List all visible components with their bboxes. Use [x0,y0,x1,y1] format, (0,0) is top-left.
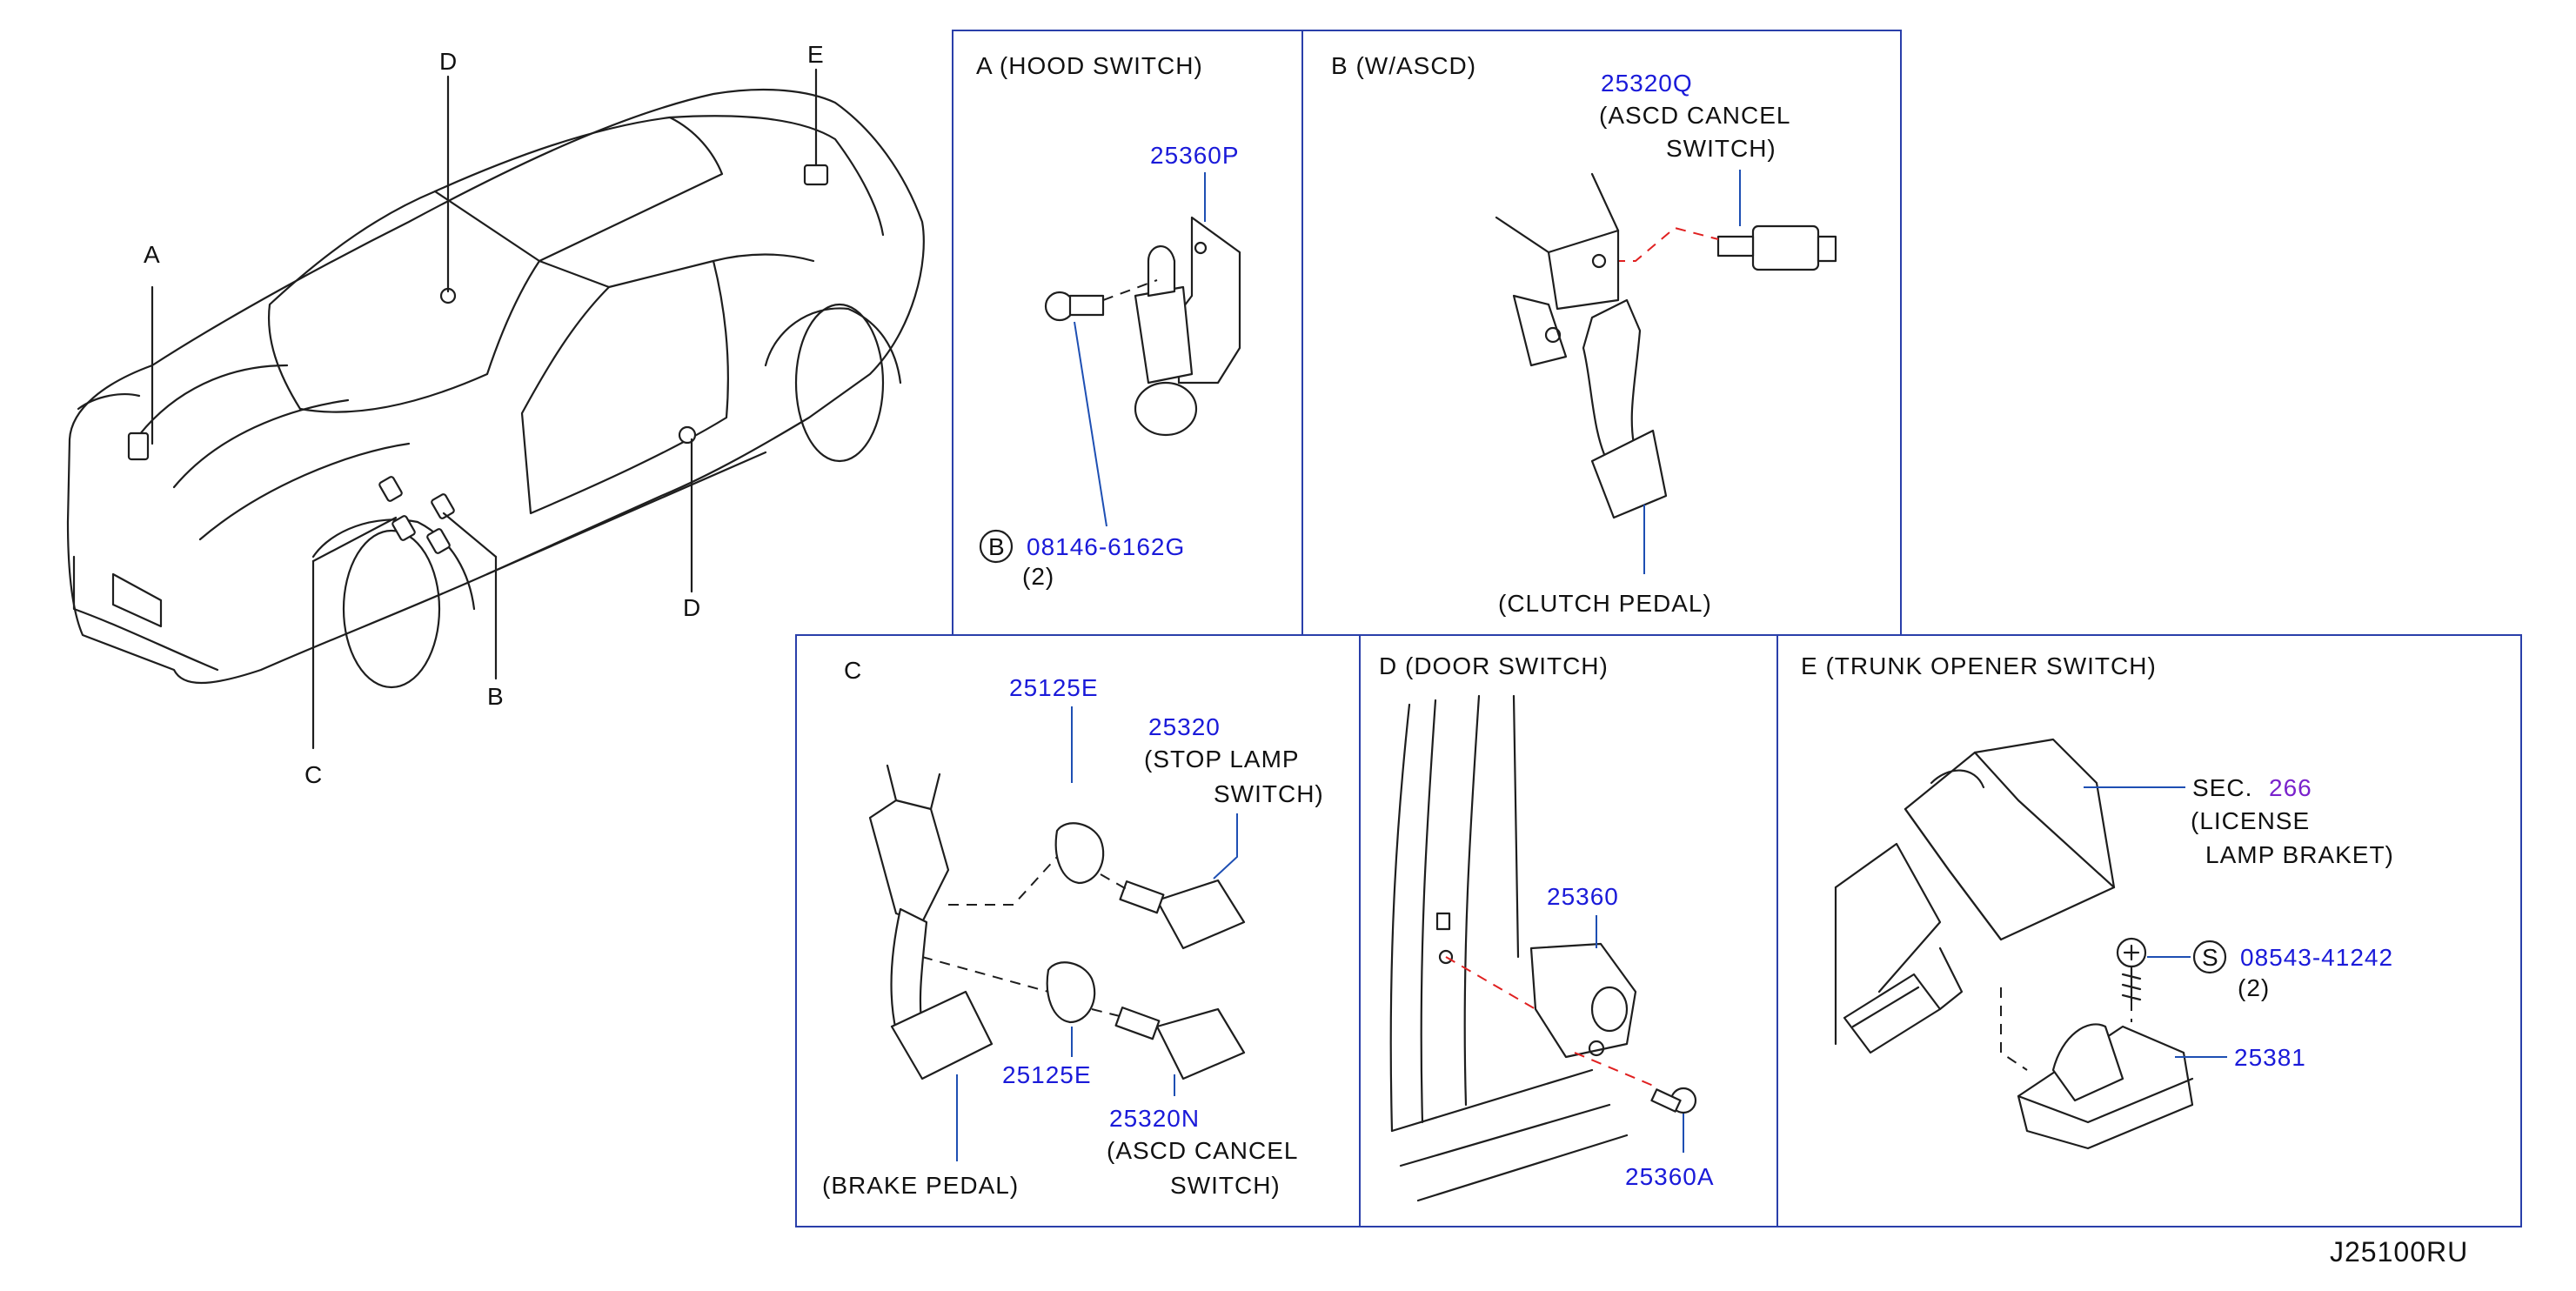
callout-c: C [304,761,323,788]
bolt-qty-a: (2) [1022,563,1054,590]
panel-a-hood-switch: A (HOOD SWITCH) 25360P B 08146-6162G (2) [952,30,1303,636]
sec-desc-2: LAMP BRAKET) [2205,841,2394,868]
part-25320n-desc-2: SWITCH) [1170,1172,1281,1199]
part-25320q-desc-2: SWITCH) [1666,135,1776,162]
panel-e-title: E (TRUNK OPENER SWITCH) [1801,652,2157,679]
sec-desc-1: (LICENSE [2191,807,2310,834]
part-25320-desc-2: SWITCH) [1214,780,1324,807]
part-25125e-top: 25125E [1009,674,1099,701]
callout-d-door: D [683,594,701,621]
screw-qty-e: (2) [2238,974,2270,1001]
sec-label: SEC. [2192,774,2252,801]
callout-a: A [144,241,161,268]
panel-b-title: B (W/ASCD) [1331,52,1476,79]
brake-pedal-label: (BRAKE PEDAL) [822,1172,1019,1199]
part-08543-41242: 08543-41242 [2240,944,2393,971]
panel-e-trunk-opener: E (TRUNK OPENER SWITCH) SEC. 266 (LICENS… [1776,634,2522,1227]
part-25125e-bottom: 25125E [1002,1061,1092,1088]
part-25320n: 25320N [1109,1105,1200,1132]
sec-number-266: 266 [2269,774,2312,801]
callout-e: E [807,41,825,68]
part-25360: 25360 [1547,883,1619,910]
part-25360a: 25360A [1625,1163,1715,1190]
bolt-symbol-b: B [988,533,1006,560]
panel-c-stop-lamp: C 25125E 25320 (STOP LAMP SWITCH) 25125E… [795,634,1361,1227]
panel-a-title: A (HOOD SWITCH) [976,52,1203,79]
callout-b: B [487,683,505,710]
part-25320q-desc-1: (ASCD CANCEL [1599,102,1790,129]
screw-symbol-s: S [2202,944,2219,971]
part-08146-6162g: 08146-6162G [1027,533,1185,560]
part-25360p: 25360P [1150,142,1240,169]
diagram-id: J25100RU [2330,1236,2468,1268]
car-overview: A B C D D E [66,41,925,788]
part-25320n-desc-1: (ASCD CANCEL [1107,1137,1298,1164]
part-25320: 25320 [1148,713,1221,740]
panel-b-wascd: B (W/ASCD) 25320Q (ASCD CANCEL SWITCH) (… [1301,30,1902,636]
clutch-pedal-label: (CLUTCH PEDAL) [1498,590,1712,617]
callout-d-roof: D [439,48,458,75]
part-25320-desc-1: (STOP LAMP [1144,746,1300,773]
panel-d-door-switch: D (DOOR SWITCH) 25360 25360A [1359,634,1778,1227]
panel-d-title: D (DOOR SWITCH) [1379,652,1609,679]
panel-c-title: C [844,657,862,684]
part-25381: 25381 [2234,1044,2306,1071]
part-25320q: 25320Q [1601,70,1693,97]
